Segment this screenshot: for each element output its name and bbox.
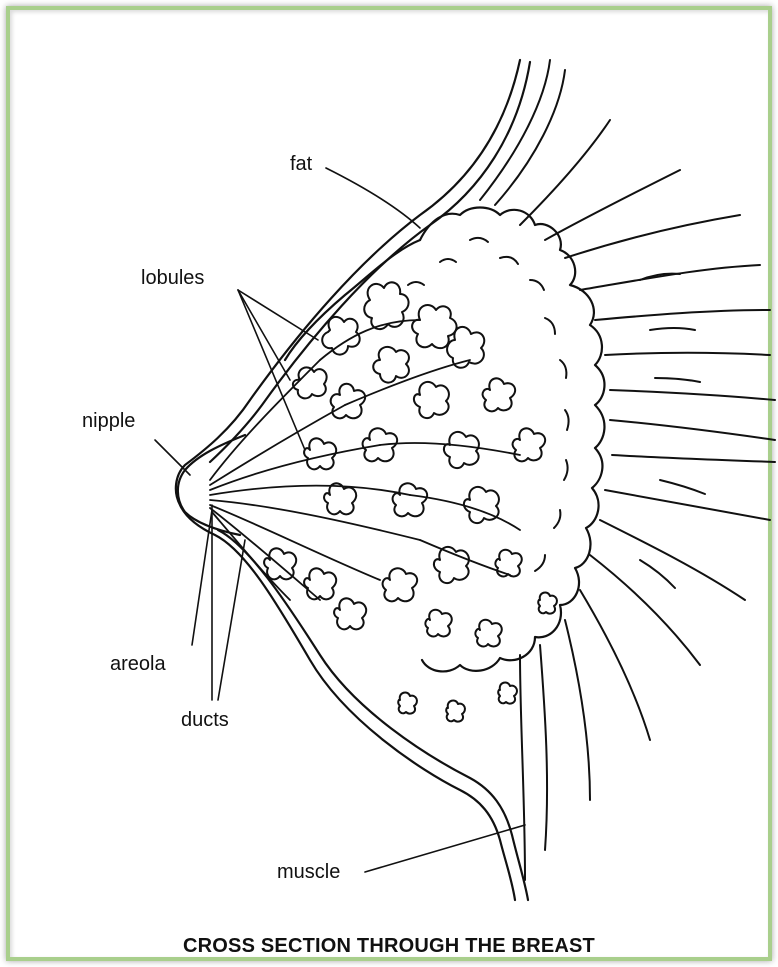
label-areola: areola [110,654,166,674]
skin-outline [176,60,520,900]
fat-boundary-upper [285,240,420,360]
fat-dashes [408,238,569,571]
label-ducts: ducts [181,710,229,730]
leader-lines [155,168,525,872]
label-nipple: nipple [82,411,135,431]
diagram-caption: CROSS SECTION THROUGH THE BREAST [0,936,778,956]
label-fat: fat [290,154,312,174]
label-lobules: lobules [141,268,204,288]
fat-boundary [420,208,604,672]
fibrous-strands [480,60,775,880]
label-muscle: muscle [277,862,340,882]
ducts-group [210,320,520,600]
skin-outline-inner [210,62,530,462]
